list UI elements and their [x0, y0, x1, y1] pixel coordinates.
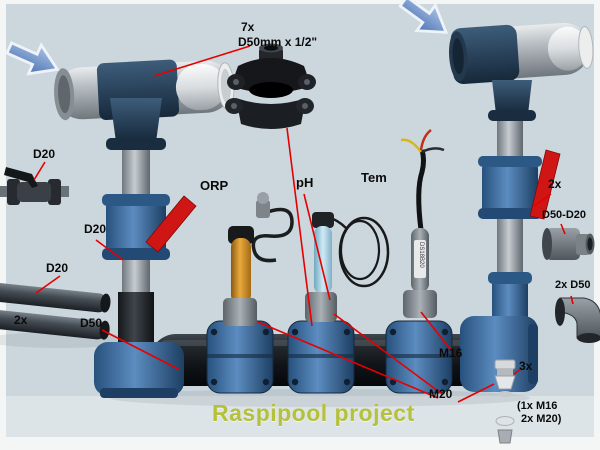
- label-d20-valve: D20: [33, 147, 56, 161]
- clamp-saddle-part: [225, 43, 316, 129]
- label-m20: M20: [429, 387, 453, 401]
- valve-lever-left: [145, 195, 197, 253]
- temp-sensor-model-text: DS18B20: [418, 242, 424, 268]
- temp-sensor: DS18B20: [400, 129, 445, 318]
- label-qty-left-pipes: 2x: [14, 313, 28, 327]
- label-d50-left: D50: [80, 316, 103, 330]
- project-title: Raspipool project: [212, 400, 415, 426]
- label-m16: M16: [439, 346, 463, 360]
- saddle-clamp-tem: [385, 320, 453, 394]
- manifold-right-tee: [460, 272, 538, 392]
- ball-valve-d20: [0, 167, 69, 205]
- callout-lines: [33, 45, 574, 403]
- orp-sensor: [223, 192, 294, 326]
- label-clamp-size: D50mm x 1/2": [238, 35, 318, 49]
- saddle-clamp-orp: [206, 320, 274, 394]
- label-clamp-qty: 7x: [241, 20, 255, 34]
- label-gland-note-2: 2x M20): [521, 413, 562, 425]
- cable-gland-parts: [494, 359, 516, 444]
- flow-arrow-right: [398, 0, 449, 34]
- saddle-clamp-ph: [287, 320, 355, 394]
- flow-arrow-left: [5, 41, 60, 76]
- ph-sensor: [305, 212, 390, 322]
- label-elbow: 2x D50: [555, 279, 591, 291]
- label-gland-note-1: (1x M16: [517, 400, 558, 412]
- label-d20-low: D20: [46, 261, 69, 275]
- label-d20-mid: D20: [84, 222, 107, 236]
- d50-pipes: [0, 282, 111, 340]
- label-tem: Tem: [361, 170, 387, 185]
- reducer-d50-d20: [542, 228, 595, 260]
- label-reducer: D50-D20: [542, 209, 587, 221]
- label-ph: pH: [296, 175, 314, 190]
- valve-lever-right: [529, 149, 561, 220]
- elbow-d50: [555, 297, 600, 343]
- label-orp: ORP: [200, 178, 229, 193]
- manifold-left-fitting: [94, 342, 184, 398]
- label-qty-glands: 3x: [519, 359, 533, 373]
- label-qty-right-valves: 2x: [548, 177, 562, 191]
